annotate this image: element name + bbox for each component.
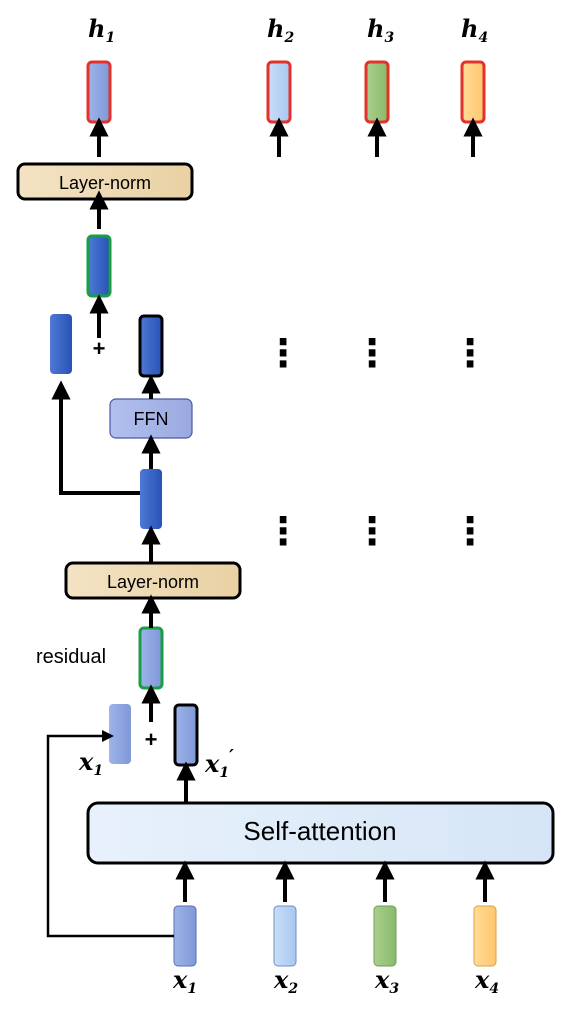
skip-connection-bottom [46,729,174,938]
top-label-h1: h1 [88,14,115,46]
residual-sum-vector-top [86,234,112,298]
svg-text:x1′: x1′ [204,746,234,781]
skip-connection-top [51,380,140,495]
svg-text:x1: x1 [172,965,197,997]
svg-text:h2: h2 [267,14,294,46]
x1-prime-label: x1′ [204,746,234,781]
self-attention-box [86,801,555,865]
svg-text:x2: x2 [273,965,298,997]
output-vector-h3 [364,60,390,124]
ellipsis-top-col4: ⋮ [451,331,489,375]
top-label-h2: h2 [267,14,294,46]
ellipsis-top-col2: ⋮ [264,331,302,375]
ellipsis-bottom-col4: ⋮ [451,509,489,553]
input-vector-x4 [473,905,497,967]
residual-sum-vector-bottom [138,626,164,690]
svg-text:x1: x1 [78,747,103,779]
top-label-h4: h4 [461,14,488,46]
plus-sign-bottom: + [145,727,158,752]
residual-label: residual [36,646,106,668]
svg-text:x4: x4 [474,965,499,997]
input-label-x4: x4 [474,965,499,997]
input-vector-x2 [273,905,297,967]
ffn-label: FFN [134,409,169,429]
input-label-x1: x1 [172,965,197,997]
input-label-x2: x2 [273,965,298,997]
input-label-x3: x3 [374,965,399,997]
post-layer-norm-vector [140,469,162,529]
svg-text:h3: h3 [367,14,394,46]
x1-label-near-skip: x1 [78,747,103,779]
x1-skip-vector [109,704,131,764]
svg-text:h4: h4 [461,14,488,46]
output-vector-h2 [266,60,292,124]
x1-prime-vector [173,703,199,767]
input-vector-x1 [173,905,197,967]
layer-norm-bottom-label: Layer-norm [107,572,199,592]
top-label-h3: h3 [367,14,394,46]
ffn-output-vector [138,314,164,378]
svg-text:h1: h1 [88,14,115,46]
layer-norm-top-label: Layer-norm [59,173,151,193]
ellipsis-bottom-col3: ⋮ [353,509,391,553]
residual-input-vector-top [50,314,72,374]
svg-text:x3: x3 [374,965,399,997]
self-attention-label: Self-attention [243,816,396,846]
plus-sign-top: + [93,336,106,361]
ellipsis-bottom-col2: ⋮ [264,509,302,553]
output-vector-h4 [460,60,486,124]
ellipsis-top-col3: ⋮ [353,331,391,375]
output-vector-h1 [86,60,112,124]
input-vector-x3 [373,905,397,967]
